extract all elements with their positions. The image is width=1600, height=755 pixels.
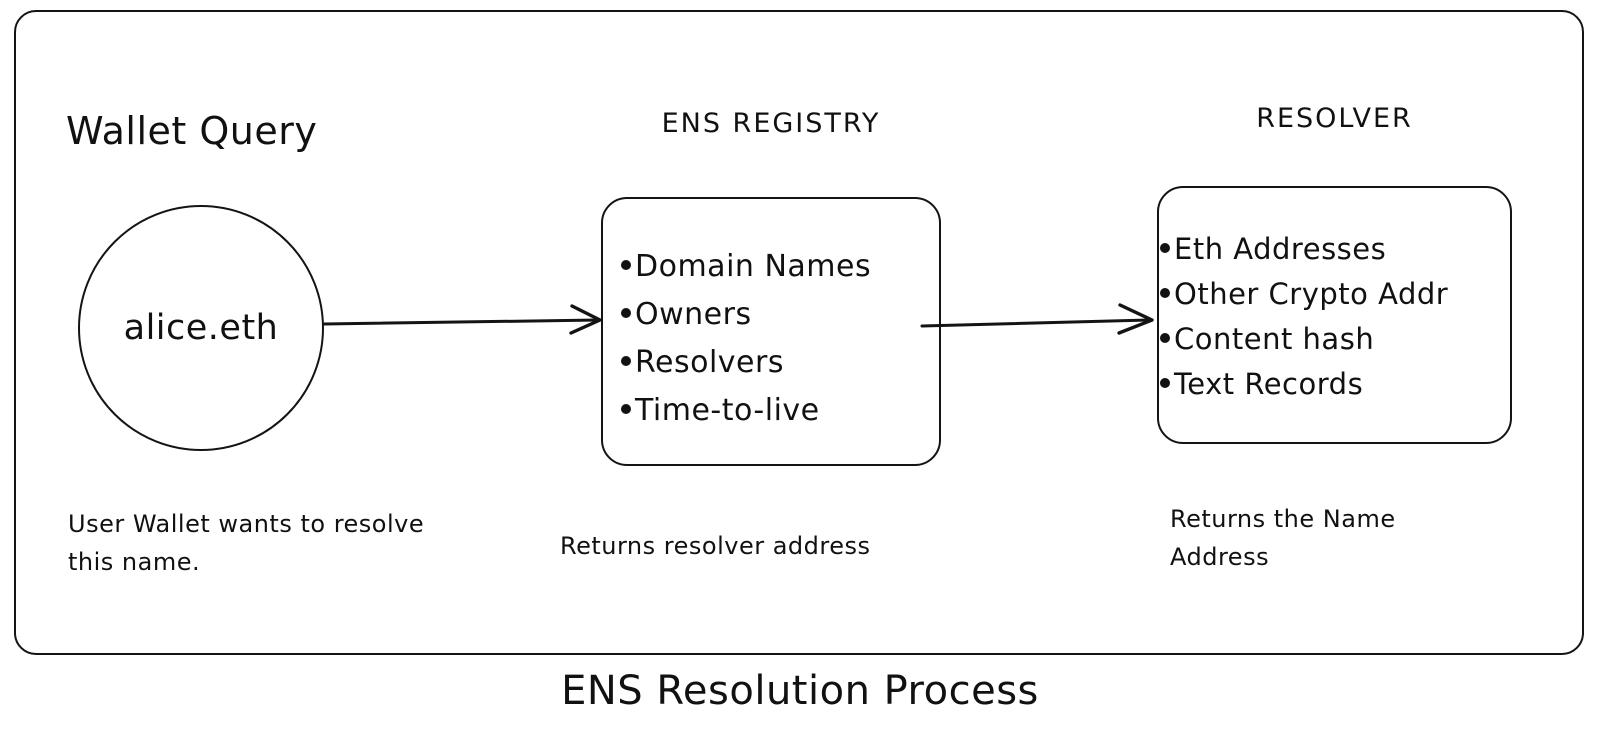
arrow-wallet-to-registry	[322, 304, 602, 335]
bullet-dot-icon	[1160, 243, 1170, 253]
list-item-label: Other Crypto Addr	[1174, 277, 1449, 311]
bullet-dot-icon	[1160, 333, 1170, 343]
resolver-item-list: Eth Addresses Other Crypto Addr Content …	[1160, 227, 1448, 407]
bullet-dot-icon	[1160, 288, 1170, 298]
resolver-header: RESOLVER	[1256, 103, 1413, 134]
registry-box[interactable]	[601, 197, 941, 466]
list-item: Owners	[621, 291, 871, 339]
bullet-dot-icon	[1160, 378, 1170, 388]
list-item: Text Records	[1160, 362, 1448, 407]
list-item-label: Content hash	[1174, 322, 1375, 356]
bullet-dot-icon	[621, 356, 631, 366]
list-item: Time-to-live	[621, 387, 871, 435]
arrow-registry-to-resolver	[920, 303, 1154, 335]
wallet-node-label: alice.eth	[123, 308, 279, 348]
list-item: Content hash	[1160, 317, 1448, 362]
registry-item-list: Domain Names Owners Resolvers Time-to-li…	[621, 243, 871, 435]
list-item: Eth Addresses	[1160, 227, 1448, 272]
list-item-label: Text Records	[1174, 367, 1364, 401]
diagram-title: ENS Resolution Process	[561, 668, 1039, 714]
list-item-label: Time-to-live	[635, 393, 820, 428]
list-item: Resolvers	[621, 339, 871, 387]
wallet-caption: User Wallet wants to resolve this name.	[68, 510, 425, 576]
bullet-dot-icon	[621, 260, 631, 270]
diagram-outer-frame	[14, 10, 1584, 655]
bullet-dot-icon	[621, 308, 631, 318]
wallet-node-circle[interactable]: alice.eth	[78, 205, 324, 451]
list-item: Domain Names	[621, 243, 871, 291]
list-item: Other Crypto Addr	[1160, 272, 1448, 317]
registry-header: ENS REGISTRY	[661, 108, 881, 139]
resolver-caption: Returns the Name Address	[1170, 505, 1396, 571]
list-item-label: Owners	[635, 297, 752, 332]
list-item-label: Resolvers	[635, 345, 784, 380]
registry-caption: Returns resolver address	[560, 532, 871, 560]
wallet-query-title: Wallet Query	[66, 109, 318, 153]
list-item-label: Eth Addresses	[1174, 232, 1387, 266]
resolver-box[interactable]	[1157, 186, 1512, 444]
bullet-dot-icon	[621, 404, 631, 414]
list-item-label: Domain Names	[635, 249, 872, 284]
